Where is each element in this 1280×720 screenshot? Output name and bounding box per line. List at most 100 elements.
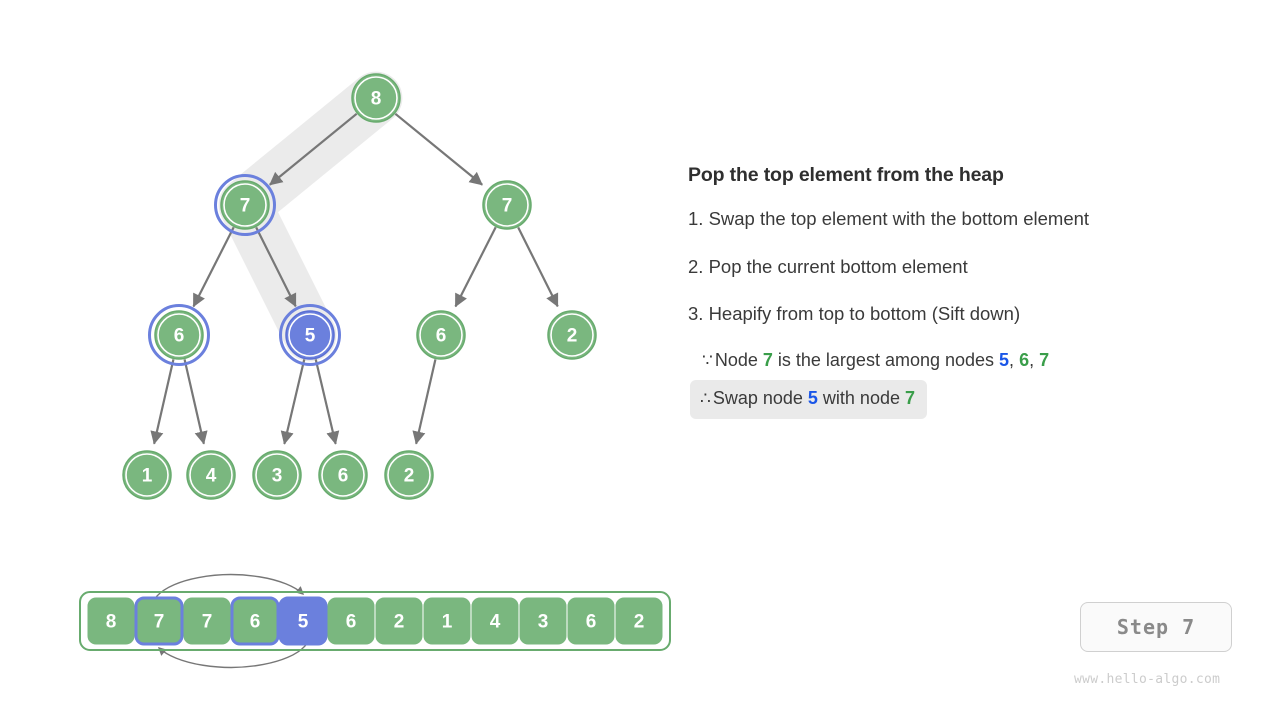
- array-cell-value: 6: [346, 612, 357, 633]
- tree-edge: [517, 226, 559, 308]
- tree-edge: [394, 112, 483, 186]
- conclusion-from-value: 5: [807, 388, 818, 409]
- array-cell-value: 7: [154, 612, 165, 633]
- array-cell-value: 3: [538, 612, 549, 633]
- node-inner-ring: [125, 453, 169, 497]
- node-value: 2: [404, 466, 415, 487]
- tree-node: 3: [252, 450, 302, 500]
- tree-node: 2: [384, 450, 434, 500]
- node-value: 5: [305, 326, 316, 347]
- node-value: 7: [240, 196, 251, 217]
- node-inner-ring: [485, 183, 529, 227]
- array-cell-box: [615, 597, 663, 645]
- node-highlight-ring: [279, 304, 341, 366]
- reason-separator: ,: [1029, 349, 1040, 370]
- node-inner-ring: [354, 76, 398, 120]
- node-value: 1: [142, 466, 153, 487]
- array-cell-box: [230, 596, 280, 646]
- tree-node: 7: [482, 180, 532, 230]
- array-cell: 7: [183, 597, 231, 645]
- array-cell: 2: [615, 597, 663, 645]
- node-value: 2: [567, 326, 578, 347]
- tree-edge: [454, 226, 497, 308]
- node-circle: [384, 450, 434, 500]
- node-inner-ring: [223, 183, 267, 227]
- node-circle: [220, 180, 270, 230]
- explanation-panel: Pop the top element from the heap 1. Swa…: [688, 164, 1248, 419]
- node-value: 8: [371, 89, 382, 110]
- node-value: 6: [436, 326, 447, 347]
- array-cell-box: [519, 597, 567, 645]
- array-cell-box: [134, 596, 184, 646]
- tree-node: 6: [148, 304, 210, 366]
- node-inner-ring: [189, 453, 233, 497]
- reason-candidate-list: 5, 6, 7: [999, 350, 1049, 370]
- tree-node: 6: [416, 310, 466, 360]
- page-title: Pop the top element from the heap: [688, 164, 1004, 186]
- reason-line: ∵Node 7 is the largest among nodes 5, 6,…: [702, 349, 1248, 372]
- array-cell-box: [183, 597, 231, 645]
- tree-node: 7: [214, 174, 276, 236]
- node-inner-ring: [288, 313, 332, 357]
- array-cell: 5: [278, 596, 328, 646]
- array-container: [79, 591, 671, 651]
- tree-node: 8: [351, 73, 401, 123]
- node-circle: [285, 310, 335, 360]
- reason-pre: Node: [714, 349, 763, 370]
- reason-separator: ,: [1009, 349, 1020, 370]
- reason-node-value: 7: [762, 349, 773, 370]
- node-inner-ring: [550, 313, 594, 357]
- tree-edge: [280, 359, 306, 445]
- array-cell-value: 2: [394, 612, 405, 633]
- array-cell: 3: [519, 597, 567, 645]
- array-cell: 6: [327, 597, 375, 645]
- array-cell-value: 7: [202, 612, 213, 633]
- conclusion-line: ∴Swap node 5 with node 7: [690, 380, 927, 419]
- tree-node: 1: [122, 450, 172, 500]
- step-item-2: 2. Pop the current bottom element: [688, 255, 968, 277]
- array-cell-value: 6: [250, 612, 261, 633]
- array-cell-value: 8: [106, 612, 117, 633]
- tree-node: 5: [279, 304, 341, 366]
- tree-node: 6: [318, 450, 368, 500]
- tree-node: 2: [547, 310, 597, 360]
- array-cell: 2: [375, 597, 423, 645]
- array-cell: 6: [230, 596, 280, 646]
- node-value: 4: [206, 466, 217, 487]
- tree-edge: [269, 112, 358, 186]
- node-inner-ring: [387, 453, 431, 497]
- array-cell-box: [423, 597, 471, 645]
- node-circle: [186, 450, 236, 500]
- array-cell-value: 4: [490, 612, 501, 633]
- node-highlight-ring: [148, 304, 210, 366]
- array-cell: 6: [567, 597, 615, 645]
- node-circle: [482, 180, 532, 230]
- array-cell-box: [278, 596, 328, 646]
- step-item-3: 3. Heapify from top to bottom (Sift down…: [688, 302, 1021, 324]
- array-cell-box: [567, 597, 615, 645]
- step-item-1: 1. Swap the top element with the bottom …: [688, 208, 1090, 230]
- array-cell: 8: [87, 597, 135, 645]
- array-outer-box: [79, 591, 671, 651]
- array-cell: 4: [471, 597, 519, 645]
- node-inner-ring: [321, 453, 365, 497]
- status-badge: Step 7: [1080, 602, 1232, 652]
- tree-edges: [150, 112, 559, 445]
- node-circle: [122, 450, 172, 500]
- reason-candidate-1: 6: [1019, 349, 1030, 370]
- reason-candidate-0: 5: [999, 349, 1010, 370]
- node-value: 6: [338, 466, 349, 487]
- node-highlight-ring: [214, 174, 276, 236]
- array-cell: 1: [423, 597, 471, 645]
- reason-candidate-2: 7: [1039, 349, 1050, 370]
- tree-edge: [192, 226, 235, 308]
- array-cell-box: [375, 597, 423, 645]
- node-inner-ring: [157, 313, 201, 357]
- therefore-symbol: ∴: [700, 389, 711, 409]
- array-cell-box: [327, 597, 375, 645]
- tree-node: 4: [186, 450, 236, 500]
- node-value: 6: [174, 326, 185, 347]
